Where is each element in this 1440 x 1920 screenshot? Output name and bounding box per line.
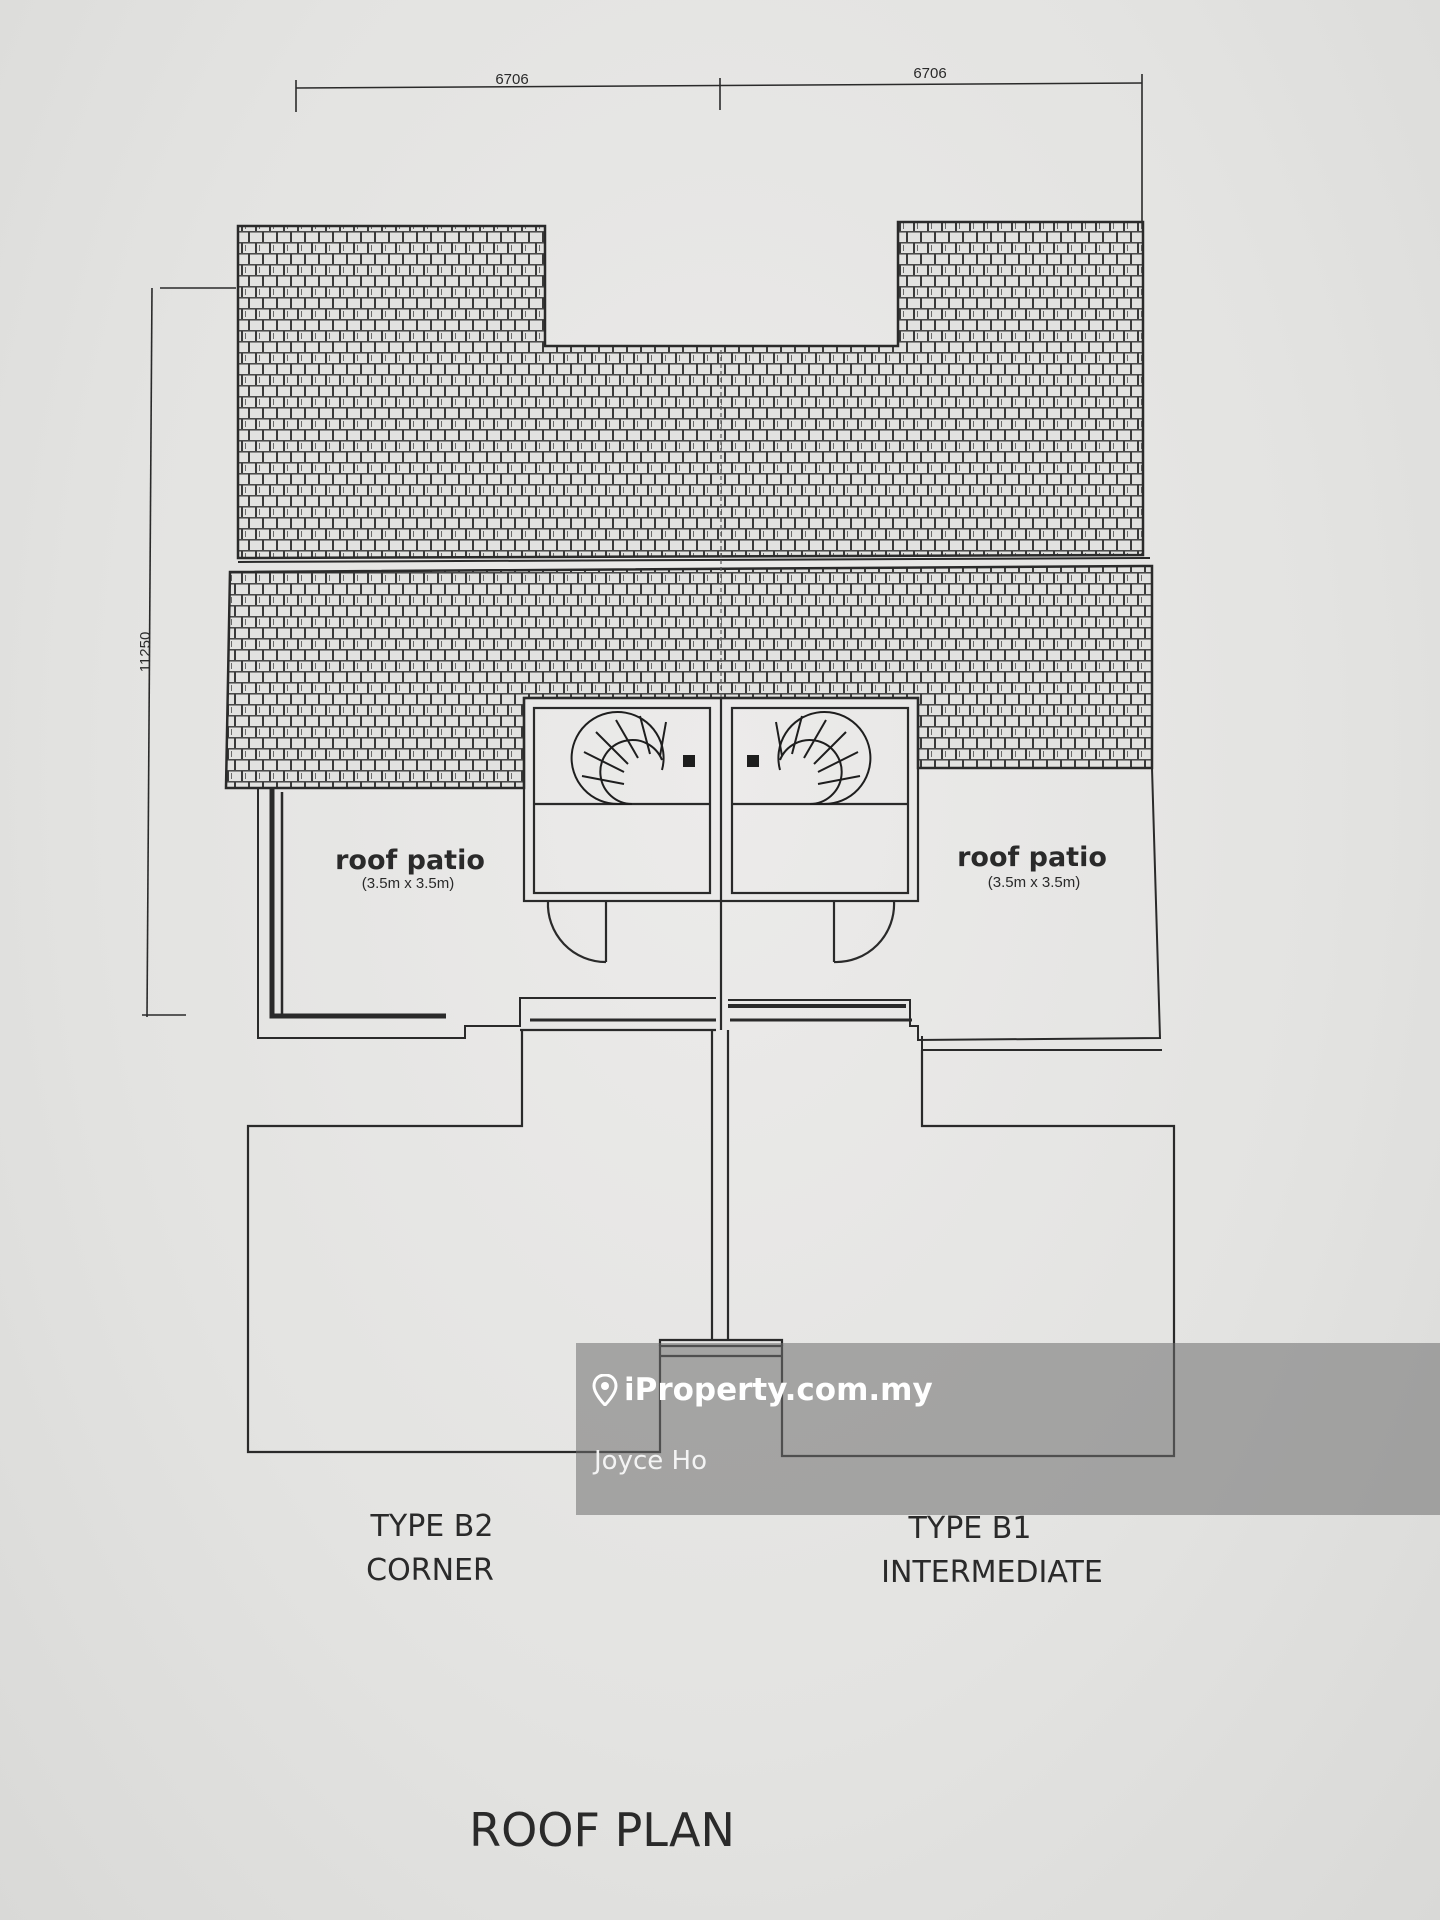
roof-patio-size-right: (3.5m x 3.5m) bbox=[988, 874, 1081, 891]
location-pin-icon bbox=[592, 1374, 618, 1406]
spiral-staircase-right bbox=[747, 711, 872, 806]
watermark-brand: iProperty.com.my bbox=[592, 1372, 933, 1408]
unit-type-right: TYPE B1 bbox=[908, 1511, 1032, 1546]
roof-tiles bbox=[224, 220, 1154, 790]
dimension-width-right: 6706 bbox=[913, 65, 946, 82]
roof-patio-left-outline bbox=[257, 788, 716, 1039]
roof-patio-right-outline bbox=[728, 767, 1162, 1051]
unit-type-left: TYPE B2 bbox=[370, 1509, 494, 1544]
watermark-author: Joyce Ho bbox=[594, 1446, 707, 1476]
unit-name-right: INTERMEDIATE bbox=[881, 1555, 1103, 1590]
spiral-staircase-left bbox=[570, 711, 695, 806]
roof-patio-size-left: (3.5m x 3.5m) bbox=[362, 875, 455, 892]
dimension-width-left: 6706 bbox=[495, 71, 528, 88]
stair-rooms bbox=[520, 696, 920, 1032]
unit-name-left: CORNER bbox=[366, 1553, 494, 1588]
dimension-depth: 11250 bbox=[137, 632, 154, 673]
top-dimension-line bbox=[295, 74, 1143, 225]
left-dimension-line bbox=[142, 287, 236, 1018]
page-title: ROOF PLAN bbox=[469, 1803, 735, 1857]
watermark-band bbox=[576, 1343, 1440, 1515]
roof-patio-label-right: roof patio bbox=[957, 842, 1107, 873]
roof-patio-label-left: roof patio bbox=[335, 845, 485, 876]
watermark-brand-text: iProperty.com.my bbox=[624, 1372, 933, 1408]
